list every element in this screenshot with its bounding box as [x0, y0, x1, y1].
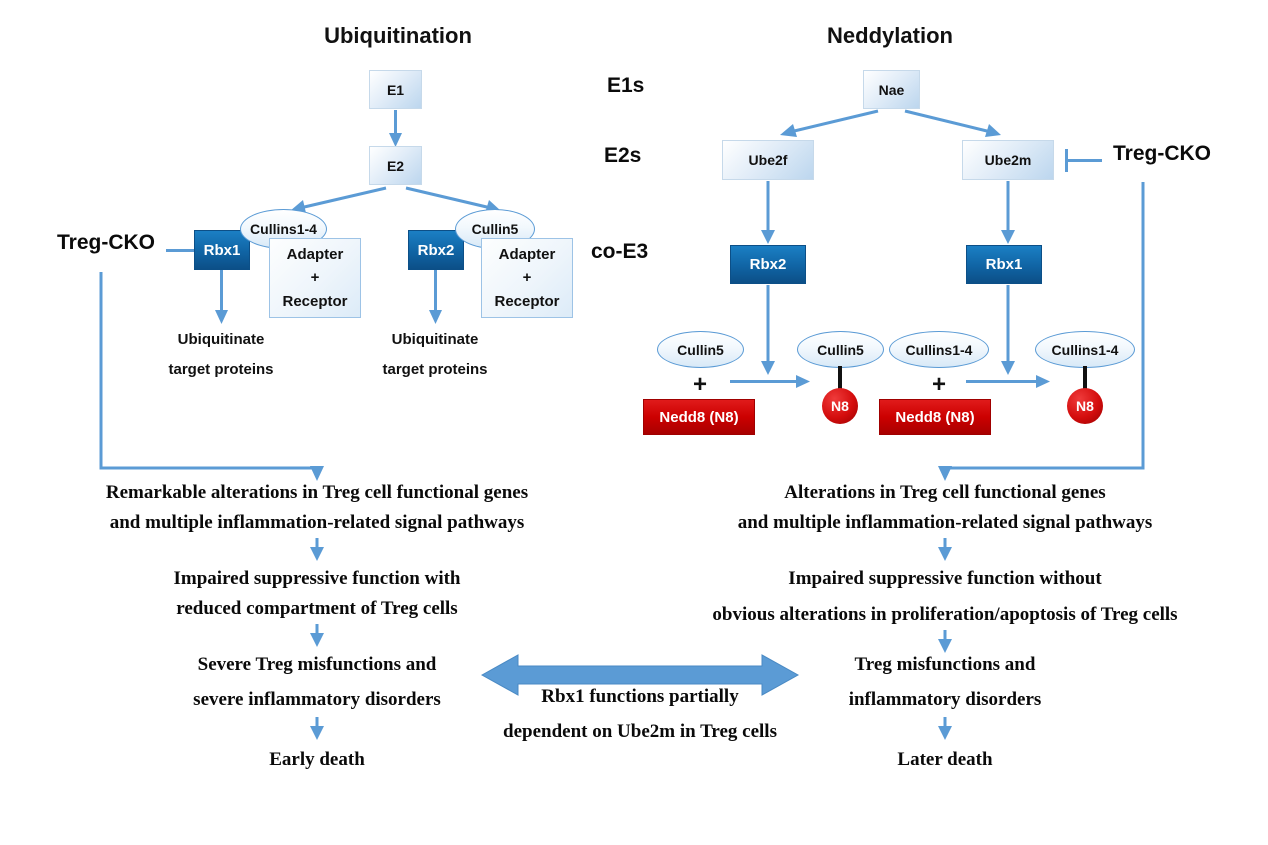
lane-label-e2s: E2s [604, 144, 642, 167]
inhibitor-line-right [1066, 159, 1102, 162]
left-outcome1-line1: Remarkable alterations in Treg cell func… [105, 482, 529, 503]
node-adapter-receptor-right[interactable]: Adapter + Receptor [481, 238, 573, 318]
output-ubiquitinate-right-line2: target proteins [382, 361, 488, 378]
node-ube2m[interactable]: Ube2m [962, 140, 1054, 180]
node-rbx2-neddylation[interactable]: Rbx2 [730, 245, 806, 284]
right-outcome1-line2: and multiple inflammation-related signal… [737, 512, 1153, 533]
node-nae[interactable]: Nae [863, 70, 920, 109]
left-outcome2-line2: reduced compartment of Treg cells [176, 598, 458, 619]
right-outcome2-line1: Impaired suppressive function without [788, 568, 1102, 589]
node-e1[interactable]: E1 [369, 70, 422, 109]
comparison-text-line1: Rbx1 functions partially [541, 686, 739, 707]
node-rbx1-neddylation[interactable]: Rbx1 [966, 245, 1042, 284]
treg-cko-label-left: Treg-CKO [57, 231, 156, 254]
output-ubiquitinate-left-line2: target proteins [168, 361, 274, 378]
inhibitor-line-left [166, 249, 201, 252]
node-nedd8-right[interactable]: Nedd8 (N8) [879, 399, 991, 435]
adapter-label: Adapter [286, 246, 344, 264]
node-n8-right[interactable]: N8 [1067, 388, 1103, 424]
node-cullins1-4-substrate[interactable]: Cullins1-4 [889, 331, 989, 368]
node-rbx2-ubiquitination[interactable]: Rbx2 [408, 230, 464, 270]
node-cullins1-4-product[interactable]: Cullins1-4 [1035, 331, 1135, 368]
lane-label-co-e3: co-E3 [591, 240, 649, 263]
plus-sign-right: + [931, 371, 946, 398]
output-ubiquitinate-right-line1: Ubiquitinate [391, 331, 479, 348]
node-rbx1-ubiquitination[interactable]: Rbx1 [194, 230, 250, 270]
left-outcome3-line2: severe inflammatory disorders [193, 689, 441, 710]
node-nedd8-left[interactable]: Nedd8 (N8) [643, 399, 755, 435]
conjugation-stem-right [1083, 366, 1087, 391]
node-cullin5-substrate[interactable]: Cullin5 [657, 331, 744, 368]
plus-label: + [522, 269, 532, 287]
lane-label-e1s: E1s [607, 74, 645, 97]
node-e2[interactable]: E2 [369, 146, 422, 185]
plus-label: + [310, 269, 320, 287]
node-n8-left[interactable]: N8 [822, 388, 858, 424]
conjugation-stem-left [838, 366, 842, 391]
comparison-text-line2: dependent on Ube2m in Treg cells [503, 721, 777, 742]
left-outcome1-line2: and multiple inflammation-related signal… [109, 512, 525, 533]
left-outcome3-line1: Severe Treg misfunctions and [197, 654, 437, 675]
output-ubiquitinate-left-line1: Ubiquitinate [177, 331, 265, 348]
node-ube2f[interactable]: Ube2f [722, 140, 814, 180]
receptor-label: Receptor [282, 292, 348, 310]
right-outcome3-line1: Treg misfunctions and [854, 654, 1036, 675]
node-adapter-receptor-left[interactable]: Adapter + Receptor [269, 238, 361, 318]
comparison-double-arrow [480, 654, 800, 696]
right-outcome4: Later death [897, 749, 993, 770]
receptor-label: Receptor [494, 292, 560, 310]
right-outcome2-line2: obvious alterations in proliferation/apo… [712, 604, 1178, 625]
treg-cko-label-right: Treg-CKO [1113, 142, 1212, 165]
title-ubiquitination: Ubiquitination [324, 23, 472, 48]
right-outcome1-line1: Alterations in Treg cell functional gene… [784, 482, 1106, 503]
right-outcome3-line2: inflammatory disorders [848, 689, 1042, 710]
node-cullin5-product[interactable]: Cullin5 [797, 331, 884, 368]
left-outcome4: Early death [269, 749, 365, 770]
adapter-label: Adapter [498, 246, 556, 264]
title-neddylation: Neddylation [827, 23, 953, 48]
left-outcome2-line1: Impaired suppressive function with [173, 568, 461, 589]
plus-sign-left: + [692, 371, 707, 398]
